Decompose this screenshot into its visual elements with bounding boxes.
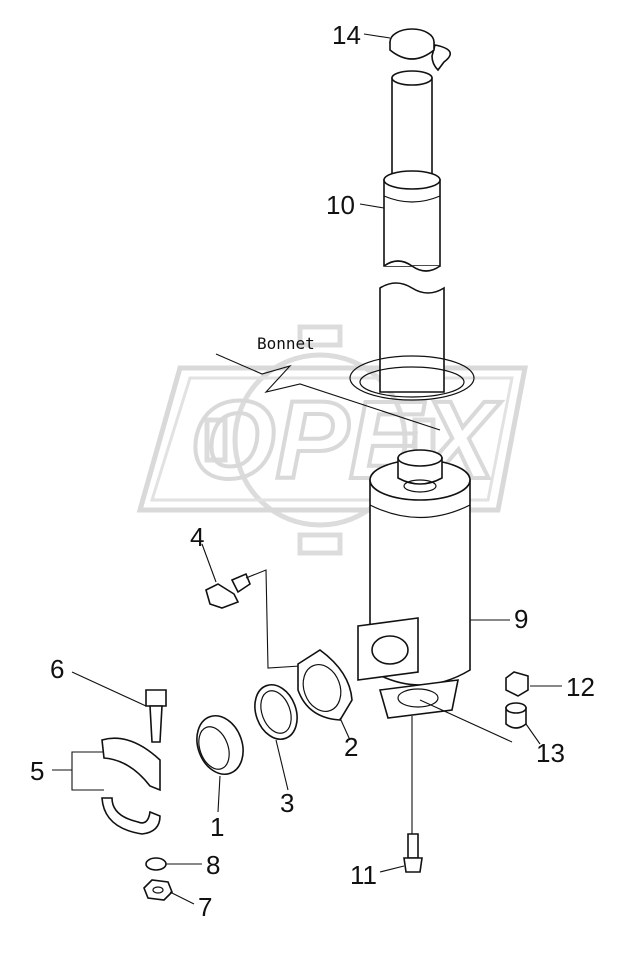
leader-10 [359, 203, 385, 209]
callout-7: 7 [198, 892, 212, 922]
callout-6: 6 [50, 654, 64, 684]
part-7-nut [143, 879, 173, 901]
callout-5: 5 [30, 756, 44, 786]
part-11-bolt [403, 833, 423, 873]
leader-5 [52, 751, 104, 791]
callout-12: 12 [566, 672, 595, 702]
callout-14: 14 [332, 20, 361, 50]
bonnet-label: Bonnet [257, 334, 315, 353]
callout-11: 11 [350, 860, 377, 890]
part-10-pipe [349, 70, 475, 401]
callout-10: 10 [326, 190, 355, 220]
bonnet-annotation: Bonnet [215, 334, 441, 431]
leader-1 [217, 775, 221, 813]
part-1-sleeve [196, 715, 244, 775]
part-14-cap [389, 28, 452, 72]
callout-3: 3 [280, 788, 294, 818]
leader-3 [275, 739, 289, 791]
part-13-spacer [505, 702, 527, 729]
leader-11 [379, 865, 405, 873]
leader-4 [201, 543, 217, 583]
callout-13: 13 [536, 738, 565, 768]
part-4-bolt [205, 572, 251, 609]
part-9-muffler [357, 449, 471, 719]
callout-2: 2 [344, 732, 358, 762]
callout-1: 1 [210, 812, 224, 842]
part-3-ring [254, 684, 298, 740]
leader-14 [363, 33, 391, 39]
part-5-clamp [101, 737, 161, 835]
leader-6 [71, 671, 147, 707]
part-2-flange [297, 649, 353, 721]
leader-7 [169, 891, 195, 905]
watermark-gear [204, 324, 436, 556]
callout-9: 9 [514, 604, 528, 634]
watermark: OPEX [136, 324, 529, 556]
part-12-nut [505, 671, 529, 697]
leader-2 [339, 717, 351, 741]
callout-8: 8 [206, 850, 220, 880]
part-8-washer [145, 857, 167, 871]
callout-4: 4 [190, 522, 204, 552]
leader-13 [525, 723, 541, 745]
part-6-bolt [145, 689, 167, 743]
